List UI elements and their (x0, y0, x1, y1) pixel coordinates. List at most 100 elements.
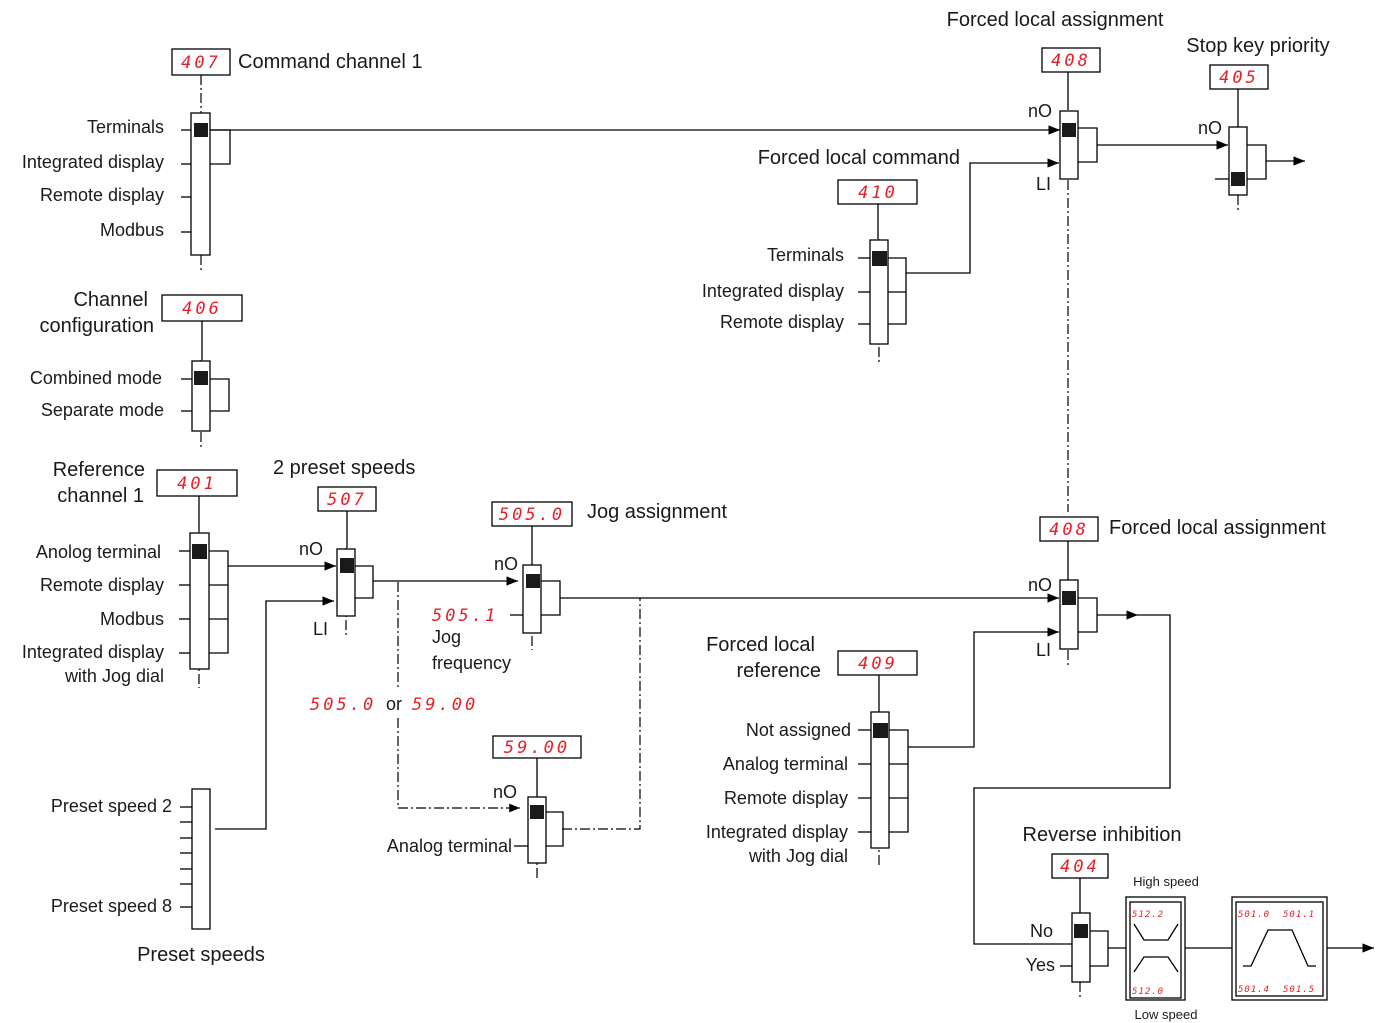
code-jog-or-a: 505.0 (310, 695, 376, 715)
forced-local-reference-label-1: Forced local (706, 634, 815, 656)
jog-or-path: 505.0 or 59.00 (310, 582, 641, 830)
label-li-507: LI (313, 619, 328, 639)
code-box-405 (1209, 64, 1269, 90)
analog-preset-group: 59.00 nO Analog terminal (387, 735, 582, 880)
option-combined-mode: Combined mode (30, 368, 162, 388)
jog-assignment-group: 505.0 Jog assignment nO 505.1 Jog freque… (432, 501, 1059, 673)
label-no-405: nO (1198, 118, 1222, 138)
selector-knob (194, 123, 208, 137)
jog-frequency-label-2: frequency (432, 653, 511, 673)
option-integrated-display-ref-2: with Jog dial (64, 666, 164, 686)
option-no: No (1030, 921, 1053, 941)
label-li-408-mid: LI (1036, 640, 1051, 660)
label-no-408-top: nO (1028, 101, 1052, 121)
forced-local-assignment-mid-label: Forced local assignment (1109, 517, 1326, 539)
code-408-top: 408 (1051, 51, 1091, 71)
option-anolog-terminal: Anolog terminal (36, 542, 161, 562)
label-no-408-mid: nO (1028, 575, 1052, 595)
code-5010: 501.0 (1238, 910, 1270, 920)
code-jog-or-b: 59.00 (412, 695, 478, 715)
option-integrated-display-flr-1: Integrated display (706, 822, 848, 842)
reverse-inhibition-group: Reverse inhibition 404 No Yes (1023, 824, 1182, 997)
high-speed-label: High speed (1133, 874, 1199, 889)
forced-local-reference-group: Forced local reference 409 Not assigned … (706, 627, 1059, 866)
code-5014: 501.4 (1238, 985, 1270, 995)
selector-knob (872, 251, 887, 266)
reference-label-2: channel 1 (57, 485, 144, 507)
option-separate-mode: Separate mode (41, 400, 164, 420)
forced-local-assignment-top-label: Forced local assignment (947, 9, 1164, 31)
or-label: or (386, 694, 402, 714)
reference-channel-1-group: Reference channel 1 401 Anolog terminal … (22, 459, 336, 688)
channel-config-label-2: configuration (39, 315, 154, 337)
selector-knob (1062, 591, 1076, 605)
selector-reference-channel[interactable] (189, 532, 210, 670)
channel-config-label-1: Channel (73, 289, 148, 311)
jog-frequency-label-1: Jog (432, 627, 461, 647)
label-no-analog: nO (493, 782, 517, 802)
selector-reverse-inhibition[interactable] (1071, 912, 1091, 983)
option-integrated-display-flr-2: with Jog dial (748, 846, 848, 866)
option-integrated-display-flc: Integrated display (702, 281, 844, 301)
code-5051: 505.1 (432, 606, 498, 626)
two-preset-speeds-label: 2 preset speeds (273, 457, 415, 479)
code-box-407 (171, 48, 231, 76)
label-no-jog: nO (494, 554, 518, 574)
forced-local-assignment-top-group: Forced local assignment 408 nO LI (947, 9, 1228, 512)
preset-speeds-group: Preset speed 2 Preset speed 8 Preset spe… (51, 596, 334, 966)
low-speed-label: Low speed (1135, 1007, 1198, 1022)
code-5120: 512.0 (1132, 987, 1164, 997)
option-remote-display-flc: Remote display (720, 312, 844, 332)
option-remote-display-flr: Remote display (724, 788, 848, 808)
selector-forced-local-reference[interactable] (870, 711, 890, 849)
high-speed-curve (1133, 923, 1179, 941)
code-407: 407 (181, 53, 221, 73)
code-507: 507 (327, 490, 367, 510)
option-terminals-flc: Terminals (767, 245, 844, 265)
code-box-507 (317, 486, 377, 512)
selector-forced-local-mid[interactable] (1059, 579, 1079, 650)
jog-assignment-label: Jog assignment (587, 501, 728, 523)
code-5050: 505.0 (499, 505, 565, 525)
code-box-401 (156, 469, 238, 497)
code-409: 409 (858, 654, 898, 674)
channel-configuration-group: Channel configuration 406 Combined mode … (30, 289, 243, 447)
option-remote-display-ref: Remote display (40, 575, 164, 595)
code-406: 406 (182, 299, 222, 319)
preset-speeds-box[interactable] (191, 788, 211, 930)
code-408-mid: 408 (1049, 520, 1089, 540)
forced-local-assignment-mid-group: 408 Forced local assignment nO LI (973, 516, 1326, 945)
option-modbus: Modbus (100, 220, 164, 240)
code-box-408-top (1041, 47, 1101, 73)
forced-local-reference-label-2: reference (737, 660, 822, 682)
selector-knob (1074, 924, 1088, 938)
option-integrated-display-ref-1: Integrated display (22, 642, 164, 662)
selector-knob (530, 805, 544, 819)
option-integrated-display: Integrated display (22, 152, 164, 172)
preset-speed-8-label: Preset speed 8 (51, 896, 172, 916)
ramp-curve (1243, 929, 1316, 967)
stop-key-priority-label: Stop key priority (1186, 35, 1329, 57)
analog-terminal-label: Analog terminal (387, 836, 512, 856)
two-preset-speeds-group: 2 preset speeds 507 nO LI (273, 457, 518, 639)
forced-local-command-label: Forced local command (758, 147, 960, 169)
code-box-408-mid (1039, 516, 1099, 542)
selector-forced-local-top[interactable] (1059, 110, 1079, 180)
selector-knob (1062, 123, 1076, 137)
selector-knob (340, 558, 354, 573)
code-401: 401 (177, 474, 217, 494)
code-5015: 501.5 (1283, 985, 1315, 995)
selector-command-channel[interactable] (190, 112, 211, 256)
selector-knob (1231, 172, 1245, 186)
reference-label-1: Reference (53, 459, 145, 481)
option-analog-terminal-flr: Analog terminal (723, 754, 848, 774)
code-404: 404 (1060, 857, 1100, 877)
preset-speeds-label: Preset speeds (137, 944, 265, 966)
label-li-408-top: LI (1036, 174, 1051, 194)
label-no-507: nO (299, 539, 323, 559)
option-not-assigned: Not assigned (746, 720, 851, 740)
code-5122: 512.2 (1132, 910, 1164, 920)
reverse-inhibition-label: Reverse inhibition (1023, 824, 1182, 846)
